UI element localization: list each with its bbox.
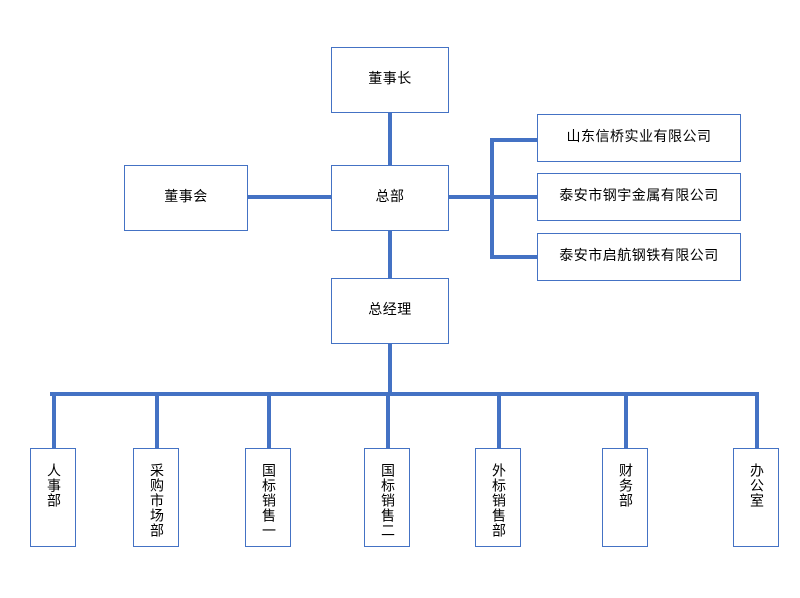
connector-drop-department-5 — [497, 392, 501, 448]
node-chairman-label: 董事长 — [368, 71, 412, 88]
node-subsidiary-2-label: 泰安市钢宇金属有限公司 — [559, 188, 719, 205]
connector-chairman-to-headquarters — [388, 113, 392, 167]
node-subsidiary-3-label: 泰安市启航钢铁有限公司 — [559, 248, 719, 265]
node-department-4-label: 国标销售二 — [379, 463, 396, 538]
node-department-1[interactable]: 人事部 — [30, 448, 76, 547]
node-subsidiary-2[interactable]: 泰安市钢宇金属有限公司 — [537, 173, 741, 221]
node-department-7-label: 办公室 — [748, 463, 765, 508]
node-department-3-label: 国标销售一 — [260, 463, 277, 538]
connector-headquarters-to-subsidiary-bus — [449, 195, 494, 199]
node-chairman[interactable]: 董事长 — [331, 47, 449, 113]
node-subsidiary-3[interactable]: 泰安市启航钢铁有限公司 — [537, 233, 741, 281]
node-headquarters-label: 总部 — [375, 189, 405, 206]
node-subsidiary-1[interactable]: 山东信桥实业有限公司 — [537, 114, 741, 162]
connector-drop-department-2 — [155, 392, 159, 448]
connector-board-to-headquarters — [248, 195, 332, 199]
node-board-of-directors-label: 董事会 — [164, 189, 208, 206]
connector-drop-department-1 — [52, 392, 56, 448]
node-board-of-directors[interactable]: 董事会 — [124, 165, 248, 231]
node-department-2[interactable]: 采购市场部 — [133, 448, 179, 547]
connector-drop-department-6 — [624, 392, 628, 448]
node-department-3[interactable]: 国标销售一 — [245, 448, 291, 547]
node-department-6[interactable]: 财务部 — [602, 448, 648, 547]
connector-branch-subsidiary-3 — [490, 255, 538, 259]
connector-general-manager-to-department-bus — [388, 343, 392, 396]
node-department-5[interactable]: 外标销售部 — [475, 448, 521, 547]
connector-branch-subsidiary-2 — [490, 195, 538, 199]
node-subsidiary-1-label: 山东信桥实业有限公司 — [566, 129, 712, 146]
connector-branch-subsidiary-1 — [490, 138, 538, 142]
connector-headquarters-to-general-manager — [388, 230, 392, 278]
connector-department-horizontal-bus — [50, 392, 759, 396]
node-general-manager[interactable]: 总经理 — [331, 278, 449, 344]
node-general-manager-label: 总经理 — [368, 302, 412, 319]
node-department-7[interactable]: 办公室 — [733, 448, 779, 547]
node-department-2-label: 采购市场部 — [148, 463, 165, 538]
node-headquarters[interactable]: 总部 — [331, 165, 449, 231]
node-department-5-label: 外标销售部 — [490, 463, 507, 538]
node-department-4[interactable]: 国标销售二 — [364, 448, 410, 547]
connector-drop-department-7 — [755, 392, 759, 448]
connector-drop-department-4 — [386, 392, 390, 448]
connector-drop-department-3 — [267, 392, 271, 448]
node-department-6-label: 财务部 — [617, 463, 634, 508]
node-department-1-label: 人事部 — [45, 463, 62, 508]
